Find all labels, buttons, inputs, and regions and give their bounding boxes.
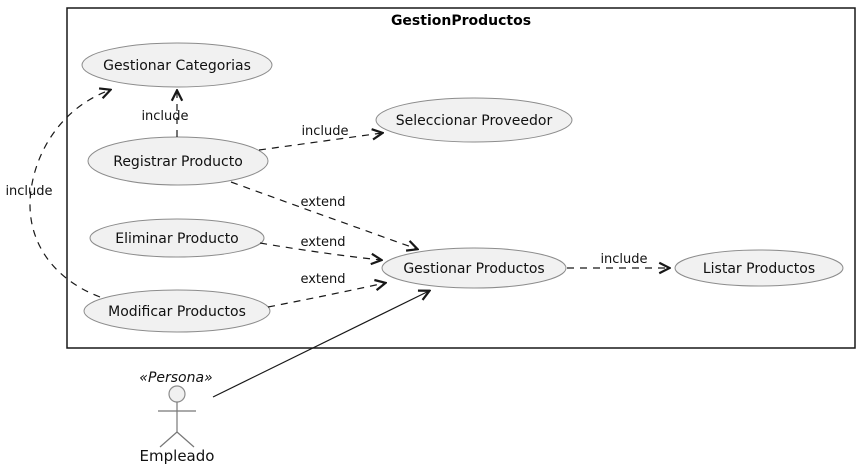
edge-label-gestionar-to-listar: include xyxy=(600,252,647,267)
usecase-gestionar-productos: Gestionar Productos xyxy=(381,247,567,289)
usecase-registrar-producto: Registrar Producto xyxy=(87,136,269,186)
usecase-gestionar-productos-ellipse xyxy=(381,247,567,289)
diagram-edges: include include extend extend extend inc… xyxy=(5,90,669,398)
edge-label-modificar-to-gestionar: extend xyxy=(300,272,345,287)
edge-empleado-to-gestionar xyxy=(212,291,429,398)
usecase-gestionar-categorias: Gestionar Categorias xyxy=(81,42,273,88)
usecase-eliminar-producto: Eliminar Producto xyxy=(89,218,265,258)
usecase-listar-productos-ellipse xyxy=(674,249,844,287)
usecase-gestionar-categorias-ellipse xyxy=(81,42,273,88)
usecase-modificar-productos: Modificar Productos xyxy=(83,289,271,333)
edge-label-eliminar-to-gestionar: extend xyxy=(300,235,345,250)
edge-label-modificar-to-categorias: include xyxy=(5,184,52,199)
actor-head xyxy=(168,385,186,403)
usecase-registrar-producto-ellipse xyxy=(87,136,269,186)
system-boundary-title: GestionProductos xyxy=(391,13,531,29)
usecase-modificar-productos-label: Modificar Productos xyxy=(108,304,246,320)
usecase-eliminar-producto-label: Eliminar Producto xyxy=(115,231,239,247)
edge-label-registrar-to-categorias: include xyxy=(141,109,188,124)
usecase-listar-productos: Listar Productos xyxy=(674,249,844,287)
usecase-gestionar-categorias-label: Gestionar Categorias xyxy=(103,58,251,74)
edge-modificar-to-gestionar xyxy=(267,283,385,308)
usecase-listar-productos-label: Listar Productos xyxy=(703,261,815,277)
stick-figure-icon xyxy=(158,385,196,448)
usecase-seleccionar-proveedor: Seleccionar Proveedor xyxy=(375,97,573,143)
edge-registrar-to-gestionar xyxy=(230,181,417,249)
edge-label-registrar-to-proveedor: include xyxy=(301,124,348,139)
actor-name-label: Empleado xyxy=(140,447,215,465)
edge-label-registrar-to-gestionar: extend xyxy=(300,195,345,210)
actor-stereotype-label: «Persona» xyxy=(139,370,212,386)
edge-modificar-to-categorias xyxy=(29,90,110,298)
actor-right-leg xyxy=(176,431,195,448)
usecase-gestionar-productos-label: Gestionar Productos xyxy=(403,261,544,277)
actor-left-leg xyxy=(159,431,178,448)
edge-eliminar-to-gestionar xyxy=(259,242,381,260)
usecase-eliminar-producto-ellipse xyxy=(89,218,265,258)
usecase-registrar-producto-label: Registrar Producto xyxy=(113,154,243,170)
usecase-modificar-productos-ellipse xyxy=(83,289,271,333)
usecase-seleccionar-proveedor-label: Seleccionar Proveedor xyxy=(396,113,553,129)
actor-empleado: «Persona» Empleado xyxy=(139,370,214,465)
usecase-seleccionar-proveedor-ellipse xyxy=(375,97,573,143)
